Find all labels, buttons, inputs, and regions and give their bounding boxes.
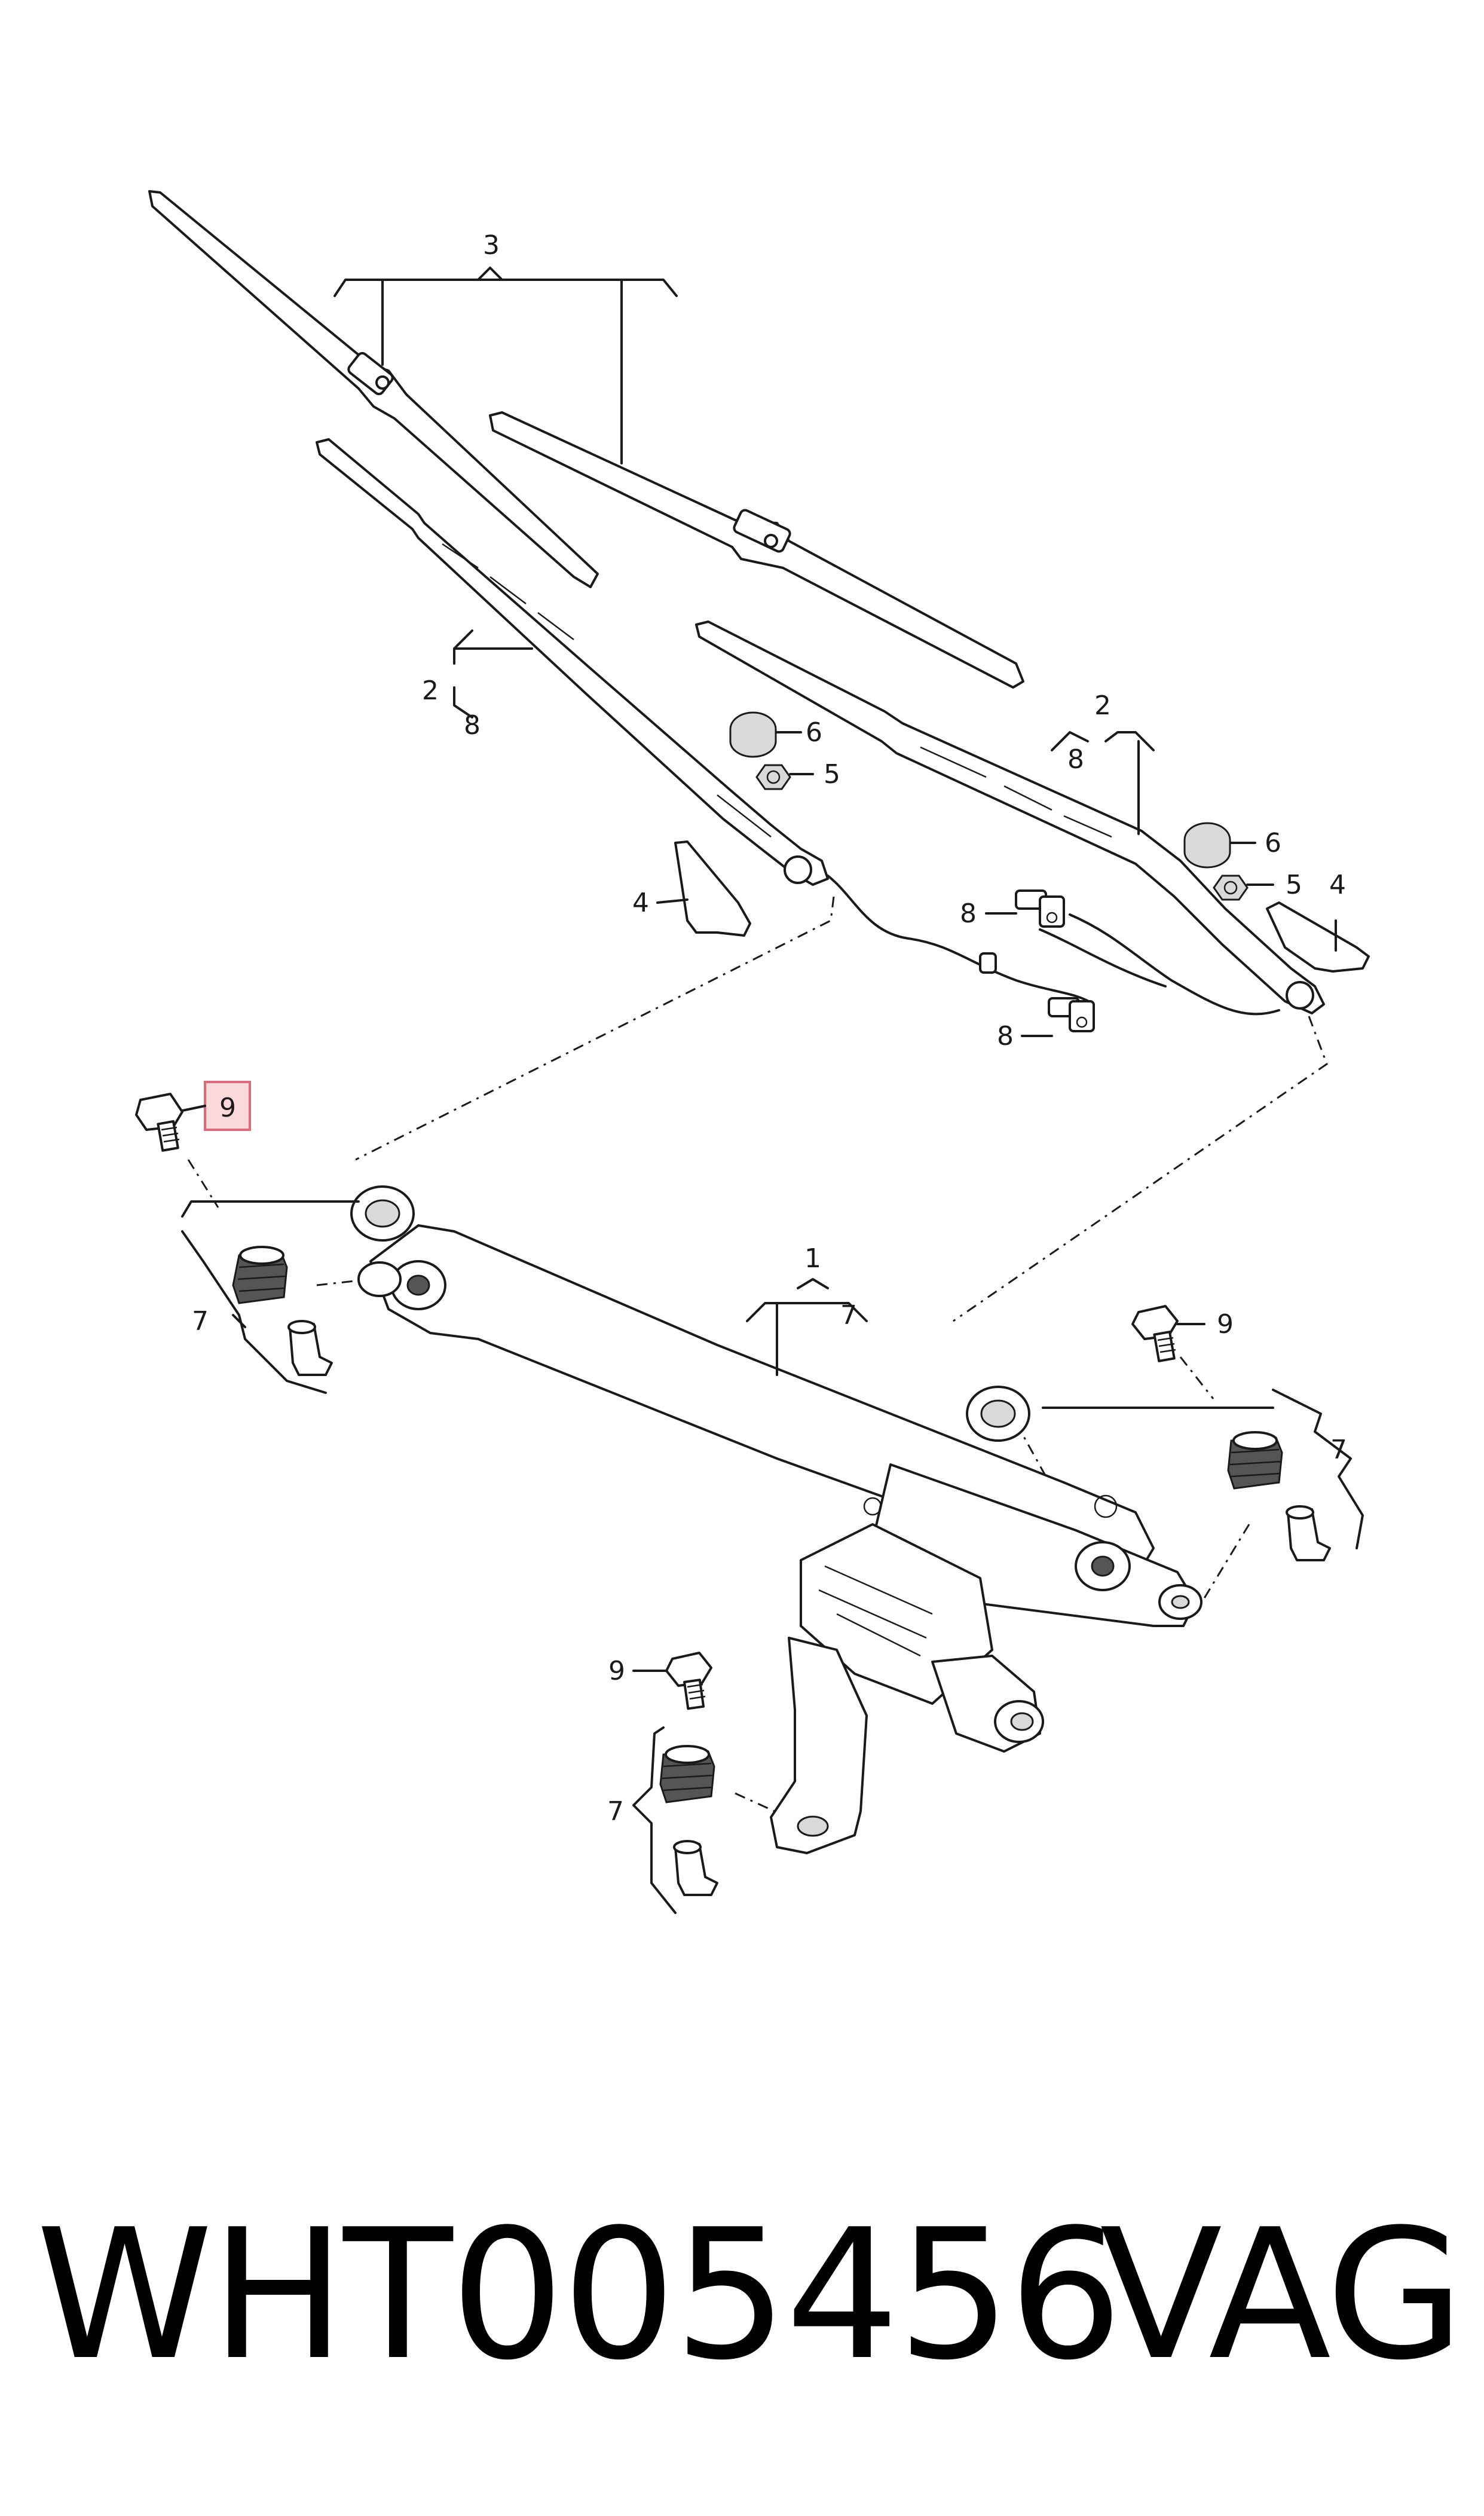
label-nut-right: 5	[1286, 870, 1302, 900]
label-nozzle-lower: 8	[997, 1021, 1014, 1051]
label-cover-right: 4	[1329, 870, 1346, 900]
label-bolt-highlighted: 9	[219, 1093, 236, 1123]
leader-bolt-highlighted	[181, 1105, 206, 1112]
assembly-line-bolt-left	[187, 1159, 219, 1208]
assembly-line-left	[355, 896, 835, 1161]
wiper-blade-left[interactable]	[148, 190, 599, 588]
label-nozzle-upper: 8	[960, 898, 977, 929]
cover-left[interactable]	[674, 840, 751, 937]
sleeve-right[interactable]	[1286, 1505, 1331, 1561]
bracket-blades	[333, 267, 678, 464]
label-linkage: 1	[804, 1243, 821, 1274]
label-cap-left: 6	[806, 717, 822, 748]
assembly-line-mount-right	[1197, 1524, 1250, 1609]
bolt-right[interactable]	[1131, 1305, 1179, 1362]
cap-right[interactable]	[1183, 822, 1231, 869]
leader-cover-left	[656, 898, 689, 904]
wiper-arm-right[interactable]	[695, 620, 1325, 1016]
label-left-arm-sub: 8	[464, 710, 481, 741]
nut-right[interactable]	[1213, 875, 1249, 901]
label-linkage-sub: 7	[840, 1300, 857, 1331]
wiper-arm-left[interactable]	[316, 438, 1095, 1005]
label-right-arm: 2	[1094, 690, 1111, 721]
bearing-left[interactable]	[350, 1185, 415, 1242]
bolt-highlighted[interactable]	[135, 1093, 183, 1152]
footer: WHT005456 VAG	[0, 2128, 1484, 2463]
brand-name: VAG	[1100, 2191, 1464, 2399]
sleeve-bottom[interactable]	[673, 1840, 718, 1896]
bracket-right-arm	[1051, 731, 1155, 835]
label-mount-bottom: 7	[607, 1796, 624, 1827]
bracket-mount-right	[1042, 1389, 1364, 1549]
part-number: WHT005456	[36, 2191, 1123, 2399]
label-left-arm: 2	[422, 675, 439, 706]
wiper-blade-right[interactable]	[489, 411, 1024, 689]
bolt-bottom[interactable]	[665, 1652, 712, 1710]
label-right-arm-sub: 8	[1067, 744, 1084, 775]
cover-right[interactable]	[1266, 901, 1370, 973]
assembly-line-mount-left	[316, 1278, 371, 1286]
bracket-left-arm	[453, 629, 533, 719]
label-bolt-right: 9	[1217, 1309, 1234, 1340]
rubber-mount-left[interactable]	[232, 1246, 288, 1304]
sleeve-left[interactable]	[287, 1320, 333, 1376]
wiper-linkage-with-motor[interactable]	[357, 1224, 1203, 1854]
bracket-linkage	[746, 1278, 868, 1376]
assembly-line-bolt-right	[1179, 1356, 1214, 1399]
rubber-mount-bottom[interactable]	[659, 1745, 715, 1803]
assembly-line-right	[953, 1016, 1328, 1322]
bracket-mount-bottom	[632, 1726, 677, 1914]
rubber-mount-right[interactable]	[1227, 1431, 1283, 1490]
wiper-system-exploded-diagram: 3 2 8 2 8 6 5	[135, 190, 1370, 1914]
label-cover-left: 4	[632, 888, 649, 918]
label-cap-right: 6	[1265, 828, 1281, 858]
cap-left[interactable]	[729, 711, 777, 758]
nozzle-lower[interactable]	[1048, 997, 1095, 1032]
bracket-mount-left	[181, 1200, 360, 1394]
label-wiper-blades: 3	[483, 230, 500, 261]
label-mount-right: 7	[1330, 1435, 1347, 1465]
nozzle-upper[interactable]	[1015, 889, 1065, 928]
label-nut-left: 5	[824, 759, 840, 790]
nut-left[interactable]	[755, 764, 791, 790]
bearing-right[interactable]	[966, 1386, 1030, 1442]
label-bolt-bottom: 9	[608, 1656, 625, 1686]
label-mount-left: 7	[192, 1306, 209, 1337]
highlight-box[interactable]	[204, 1081, 251, 1131]
